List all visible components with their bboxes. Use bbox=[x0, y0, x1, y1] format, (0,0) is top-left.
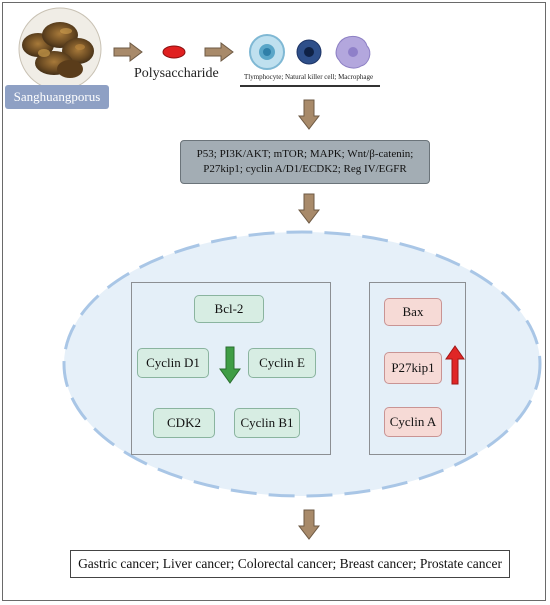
cyclin-e-label: Cyclin E bbox=[248, 348, 316, 378]
figure-border bbox=[2, 2, 546, 601]
flow-arrow-right-1 bbox=[113, 42, 143, 62]
cyclin-a-label: Cyclin A bbox=[384, 407, 442, 437]
flow-arrow-down-1 bbox=[297, 99, 321, 130]
immune-cells-icon bbox=[249, 34, 371, 70]
source-label: Sanghuangporus bbox=[5, 85, 109, 109]
polysaccharide-label: Polysaccharide bbox=[134, 66, 219, 81]
p27kip1-label: P27kip1 bbox=[384, 352, 442, 384]
signaling-pathways-box: P53; PI3K/AKT; mTOR; MAPK; Wnt/β-catenin… bbox=[180, 140, 430, 184]
down-regulation-arrow-icon bbox=[219, 346, 241, 384]
cyclin-d1-label: Cyclin D1 bbox=[137, 348, 209, 378]
polysaccharide-icon bbox=[162, 45, 186, 59]
pathways-line-2: P27kip1; cyclin A/D1/ECDK2; Reg IV/EGFR bbox=[203, 163, 407, 175]
up-regulation-arrow-icon bbox=[445, 345, 465, 385]
cancer-types-box: Gastric cancer; Liver cancer; Colorectal… bbox=[70, 550, 510, 578]
bax-label: Bax bbox=[384, 298, 442, 326]
cyclin-b1-label: Cyclin B1 bbox=[234, 408, 300, 438]
flow-arrow-right-2 bbox=[204, 42, 234, 62]
bcl2-label: Bcl-2 bbox=[194, 295, 264, 323]
immune-cells-label: Tlymphocyte; Natural killer cell; Macrop… bbox=[244, 73, 374, 81]
pathways-line-1: P53; PI3K/AKT; mTOR; MAPK; Wnt/β-catenin… bbox=[196, 148, 414, 160]
flow-arrow-down-2 bbox=[297, 193, 321, 224]
flow-arrow-down-3 bbox=[297, 509, 321, 540]
immune-cells-underline bbox=[240, 85, 380, 87]
mushroom-image bbox=[18, 7, 102, 89]
cdk2-label: CDK2 bbox=[153, 408, 215, 438]
